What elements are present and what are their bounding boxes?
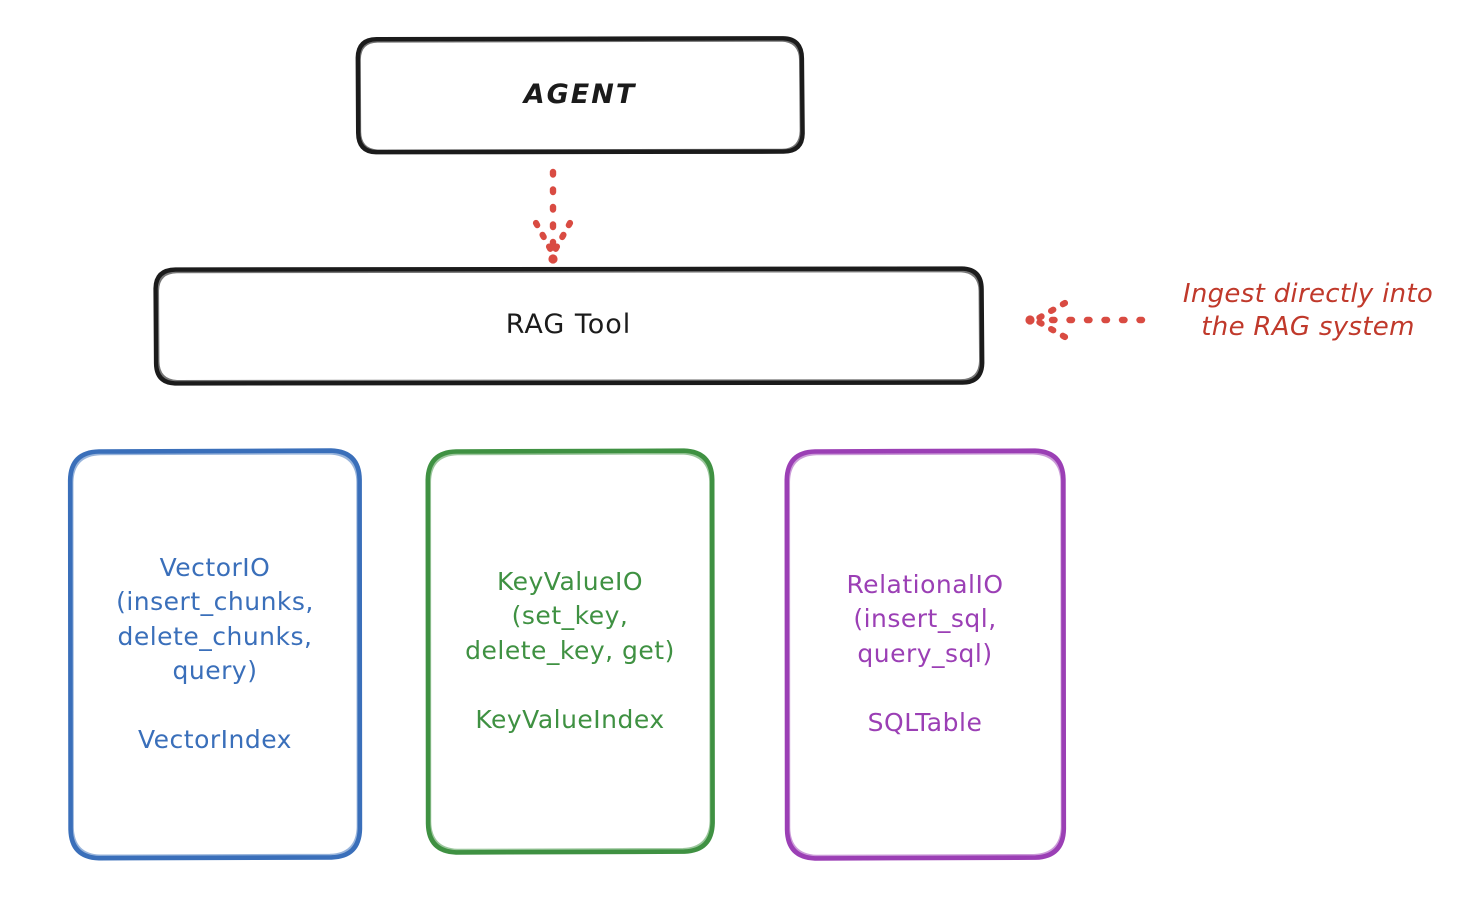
node-relationalio[interactable]: RelationalIO (insert_sql, query_sql) SQL…: [787, 450, 1063, 858]
relationalio-box-outline: [784, 448, 1067, 861]
node-agent-label: AGENT: [523, 78, 637, 110]
node-keyvalueio-label: KeyValueIO (set_key, delete_key, get) Ke…: [465, 566, 675, 734]
node-relationalio-label: RelationalIO (insert_sql, query_sql) SQL…: [846, 569, 1004, 737]
node-agent[interactable]: AGENT: [358, 38, 802, 152]
rag-tool-box-outline-sketch: [156, 270, 982, 383]
annotation-ingest-text: Ingest directly into the RAG system: [1182, 279, 1434, 342]
keyvalueio-box-outline-sketch: [428, 452, 712, 851]
node-rag-tool-label: RAG Tool: [505, 309, 632, 341]
agent-box-outline: [355, 36, 805, 155]
node-vectorio-label: VectorIO (insert_chunks, delete_chunks, …: [116, 552, 314, 755]
annotation-ingest: Ingest directly into the RAG system: [1148, 278, 1468, 343]
agent-box-outline-sketch: [358, 39, 802, 152]
keyvalueio-box-outline: [425, 448, 715, 855]
node-vectorio[interactable]: VectorIO (insert_chunks, delete_chunks, …: [70, 450, 360, 858]
relationalio-box-outline-sketch: [787, 452, 1063, 857]
rag-tool-box-outline: [153, 266, 985, 386]
node-keyvalueio[interactable]: KeyValueIO (set_key, delete_key, get) Ke…: [428, 450, 712, 852]
vectorio-box-outline: [67, 448, 363, 861]
annotation-to-rag-tool-connector: [1025, 299, 1146, 341]
node-rag-tool[interactable]: RAG Tool: [155, 268, 982, 383]
vectorio-box-outline-sketch: [71, 452, 359, 857]
agent-to-rag-tool-connector: [532, 168, 574, 264]
